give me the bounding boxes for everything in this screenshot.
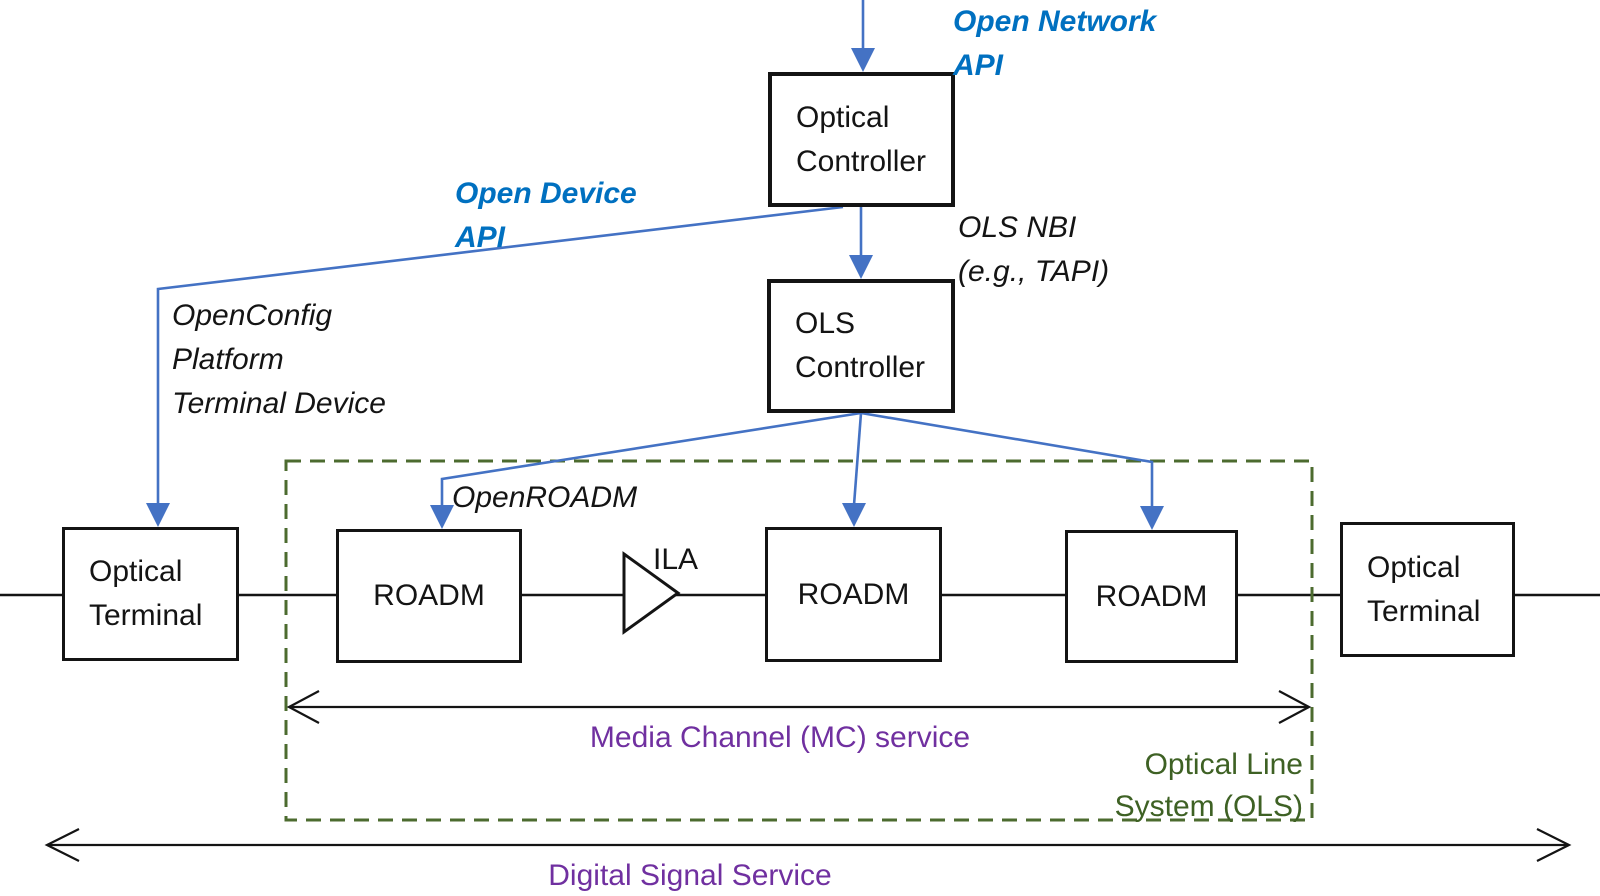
ols-to-roadm2-line <box>852 412 863 506</box>
ila-amplifier-icon <box>622 551 681 635</box>
ols-to-roadm1-line <box>440 411 862 507</box>
ols-controller-box: OLS Controller <box>767 279 955 413</box>
ols-to-roadm3-line <box>860 411 1154 508</box>
roadm-1-box: ROADM <box>336 529 522 663</box>
open-device-api-line <box>156 205 844 505</box>
optical-terminal-left-box: Optical Terminal <box>62 527 239 661</box>
open-network-api-label: Open Network API <box>953 5 1157 82</box>
openroadm-label: OpenROADM <box>452 481 638 514</box>
media-channel-arrow <box>286 690 1312 724</box>
open-device-api-arrowhead <box>146 503 170 527</box>
digital-signal-arrowhead-right <box>1536 828 1572 862</box>
roadm-3-box: ROADM <box>1065 530 1238 663</box>
roadm-2-label: ROADM <box>797 577 910 611</box>
open-network-api-arrowhead <box>851 48 875 72</box>
optical-controller-label: Optical Controller <box>796 100 927 178</box>
digital-signal-arrowhead-left <box>44 828 80 862</box>
digital-signal-arrow <box>44 828 1572 862</box>
optical-terminal-left-label: Optical Terminal <box>89 555 203 632</box>
ols-controller-label: OLS Controller <box>795 307 926 384</box>
optical-controller-box: Optical Controller <box>768 72 955 207</box>
ols-to-roadm3-arrowhead <box>1140 506 1164 530</box>
optical-terminal-right-label: Optical Terminal <box>1367 550 1481 628</box>
ols-to-roadm2-arrowhead <box>842 503 866 527</box>
media-channel-arrowhead-left <box>286 690 320 724</box>
open-device-api-label: Open Device API <box>455 177 637 254</box>
ols-nbi-label: OLS NBI (e.g., TAPI) <box>958 211 1110 288</box>
ols-nbi-arrowhead <box>849 255 873 279</box>
optical-terminal-right-box: Optical Terminal <box>1340 522 1515 657</box>
ols-boundary-box <box>284 459 1314 822</box>
roadm-1-label: ROADM <box>373 579 485 612</box>
digital-signal-service-label: Digital Signal Service <box>548 859 832 892</box>
ols-to-roadm1-arrowhead <box>430 505 454 529</box>
ila-label: ILA <box>653 543 699 576</box>
optical-line-system-label: Optical Line System (OLS) <box>1114 748 1303 823</box>
roadm-3-label: ROADM <box>1095 579 1208 613</box>
media-channel-service-label: Media Channel (MC) service <box>589 721 971 754</box>
media-channel-arrowhead-right <box>1278 690 1312 724</box>
openconfig-label: OpenConfig Platform Terminal Device <box>172 299 386 420</box>
roadm-2-box: ROADM <box>765 527 942 662</box>
